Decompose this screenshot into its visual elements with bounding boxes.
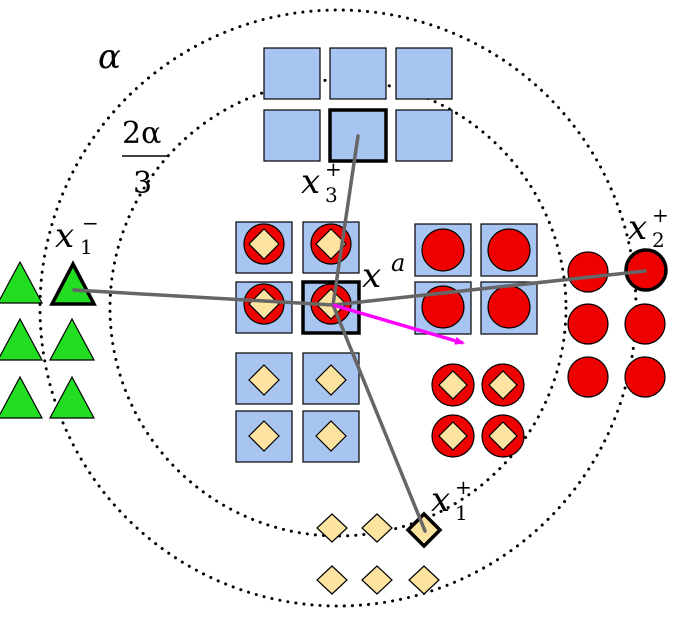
square-diamond-cluster — [235, 352, 360, 463]
svg-text:+: + — [455, 475, 472, 499]
link-to-x1-plus — [331, 303, 427, 533]
svg-text:x: x — [628, 208, 647, 248]
x1-minus-triangle — [49, 260, 97, 306]
svg-text:x: x — [431, 480, 450, 520]
bottom-diamond-cluster — [316, 513, 440, 595]
svg-text:3: 3 — [133, 166, 152, 201]
svg-text:1: 1 — [80, 235, 93, 259]
link-to-x3-plus — [331, 134, 360, 307]
svg-text:x: x — [362, 256, 381, 296]
svg-text:x: x — [55, 216, 74, 256]
square — [395, 47, 453, 100]
svg-text:3: 3 — [325, 183, 338, 207]
square — [395, 109, 453, 162]
svg-text:−: − — [82, 211, 99, 235]
square — [263, 47, 321, 100]
square-circle-cluster — [414, 223, 538, 335]
xa-label: x a — [362, 249, 405, 296]
svg-text:1: 1 — [455, 501, 468, 525]
x1-plus-label: x + 1 — [431, 475, 472, 525]
svg-text:a: a — [391, 249, 405, 277]
svg-text:x: x — [301, 162, 320, 202]
left-triangle-cluster — [0, 260, 96, 419]
svg-text:2α: 2α — [122, 116, 161, 151]
anchor-links — [72, 134, 647, 533]
x3-plus-label: x + 3 — [301, 157, 342, 207]
link-to-x1-minus — [72, 288, 335, 307]
svg-text:+: + — [652, 203, 669, 227]
xa-anchor-point — [301, 280, 361, 335]
top-square-cluster — [263, 47, 453, 162]
gradient-arrow — [332, 303, 465, 345]
circle-diamond-cluster — [431, 363, 525, 458]
x2-plus-label: x + 2 — [628, 203, 669, 252]
link-to-x2-plus — [331, 269, 647, 307]
svg-text:+: + — [325, 157, 342, 181]
svg-text:2: 2 — [652, 228, 665, 252]
x1-minus-label: x − 1 — [55, 211, 99, 259]
alpha-label: α — [98, 37, 121, 77]
center-square-circle-diamond-cluster — [235, 221, 360, 334]
two-thirds-alpha-label: 2α 3 — [122, 116, 168, 201]
square — [263, 109, 321, 162]
right-circle-cluster — [567, 251, 666, 398]
square — [329, 47, 387, 100]
